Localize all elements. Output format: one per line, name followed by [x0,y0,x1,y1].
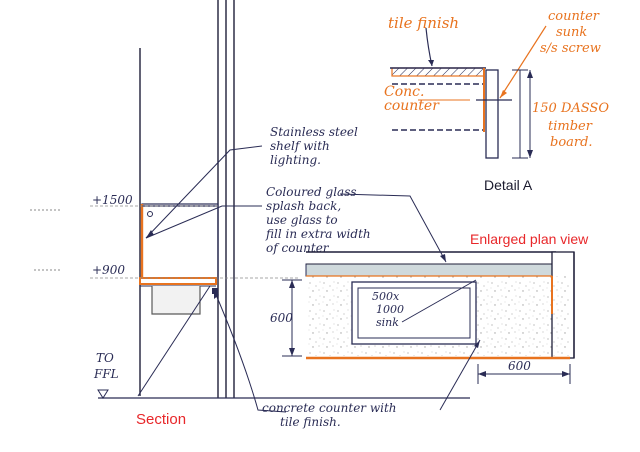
light-fitting [147,211,153,217]
height-1500: +1500 [92,193,133,207]
enlarged-plan [282,193,575,411]
counter-leader [213,289,287,413]
dim-600-vertical: 600 [270,311,293,325]
sink-section [151,286,201,315]
counter-sunk-label-2: sunk [556,25,587,40]
glass-note-4: fill in extra width [265,227,371,241]
counter-sunk-label-1: counter [548,9,600,24]
tile-finish-label: tile finish [388,14,459,32]
plan-sink-inner [357,287,471,339]
timber-board-label-1: 150 DASSO [532,101,609,116]
timber-board-label-3: board. [550,135,593,150]
sink-label-2: 1000 [376,303,404,316]
shelf-note-2: shelf with [270,139,330,153]
detail-a-title: Detail A [484,177,533,193]
height-900: +900 [92,263,125,277]
detail-tile-strip [391,67,485,77]
screw-leader [499,25,547,99]
plan-glass-strip [305,263,553,277]
shelf-note-1: Stainless steel [270,125,358,139]
section-drawing [30,0,470,413]
counter-note-1: concrete counter with [262,401,397,415]
counter-top [139,277,217,285]
to-ffl-2: FFL [93,367,119,381]
timber-board-label-2: timber [548,119,593,134]
glass-leader [145,205,262,239]
glass-note-5: of counter [266,241,330,255]
section-title: Section [136,411,186,428]
shelf-panel [141,203,219,279]
counter-sunk-label-3: s/s screw [540,41,601,56]
glass-note-3: use glass to [266,213,338,227]
glass-note-2: splash back, [266,199,341,213]
dim-600-horizontal: 600 [508,359,531,373]
sink-label-3: sink [376,316,399,329]
conc-counter-label-2: counter [384,98,440,114]
counter-note-2: tile finish. [280,415,341,429]
enlarged-plan-title: Enlarged plan view [470,231,589,247]
detail-timber-board [485,69,499,159]
shelf-note-3: lighting. [270,153,321,167]
shelf-leader [145,145,263,239]
detail-a [390,25,547,159]
glass-note-1: Coloured glass [266,185,357,199]
conc-counter-label-1: Conc. [384,84,424,100]
to-ffl-1: TO [96,351,114,365]
sink-label-1: 500x [372,290,400,303]
